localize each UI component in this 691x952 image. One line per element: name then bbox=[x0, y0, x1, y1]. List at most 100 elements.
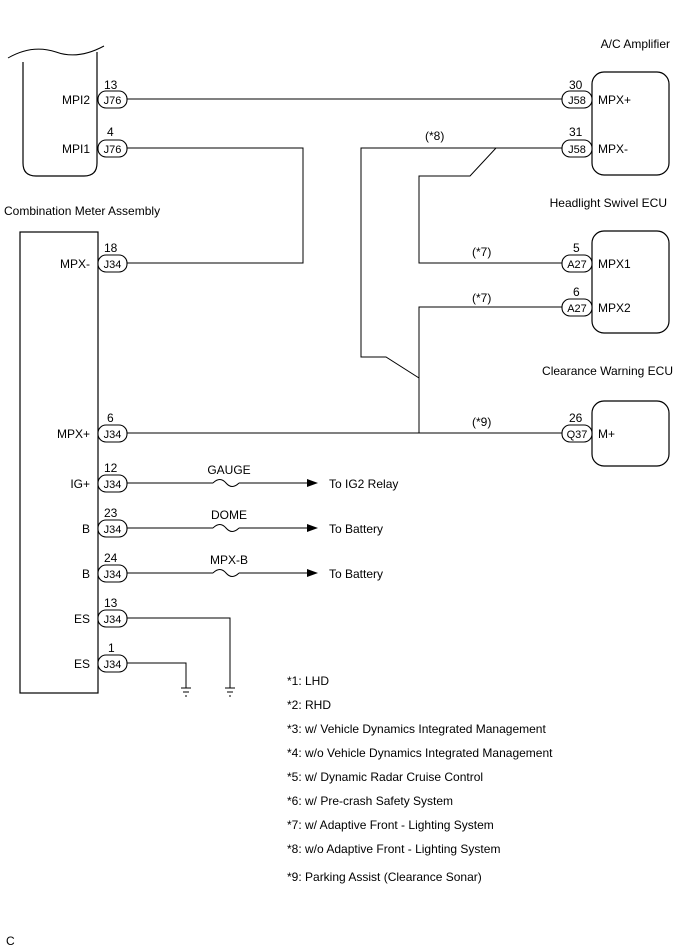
clearance-warning-ecu-title: Clearance Warning ECU bbox=[542, 364, 673, 378]
arrow-right-icon bbox=[307, 524, 318, 532]
fuse-destination: To Battery bbox=[329, 567, 383, 581]
fuse-label: GAUGE bbox=[207, 463, 250, 477]
connector-mpi2: J76 bbox=[97, 90, 128, 109]
connector-meter-es2: J34 bbox=[97, 654, 128, 673]
pin-number: 6 bbox=[107, 411, 114, 425]
combination-meter-title: Combination Meter Assembly bbox=[4, 204, 160, 218]
connector-meter-ig-plus: J34 bbox=[97, 474, 128, 493]
svg-text:J34: J34 bbox=[104, 614, 122, 626]
wire-option-8 bbox=[360, 147, 562, 433]
svg-text:J76: J76 bbox=[104, 95, 122, 107]
fuse-label: MPX-B bbox=[210, 553, 248, 567]
pin-label: IG+ bbox=[70, 477, 90, 491]
fuse-mpxb-icon bbox=[212, 569, 240, 577]
pin-label: ES bbox=[74, 657, 90, 671]
combination-meter-box bbox=[19, 231, 99, 694]
pin-label: M+ bbox=[598, 427, 615, 441]
pin-number: 13 bbox=[104, 596, 118, 610]
svg-text:J34: J34 bbox=[104, 429, 122, 441]
wire-note: (*9) bbox=[472, 415, 491, 429]
pin-label: MPI2 bbox=[62, 93, 90, 107]
ground-icon bbox=[225, 687, 235, 697]
fuse-label: DOME bbox=[211, 508, 247, 522]
legend-item: *7: w/ Adaptive Front - Lighting System bbox=[287, 818, 494, 832]
svg-text:J34: J34 bbox=[104, 524, 122, 536]
pin-label: MPX- bbox=[598, 142, 628, 156]
combination-meter-upper-box bbox=[22, 52, 98, 177]
pin-label: B bbox=[82, 567, 90, 581]
ground-icon bbox=[181, 687, 191, 697]
connector-cw-m-plus: Q37 bbox=[561, 424, 593, 443]
pin-number: 12 bbox=[104, 461, 118, 475]
svg-text:J34: J34 bbox=[104, 479, 122, 491]
wire-es2-ground bbox=[127, 662, 187, 688]
pin-number: 4 bbox=[107, 125, 114, 139]
svg-text:A27: A27 bbox=[567, 259, 587, 271]
ac-amplifier-box bbox=[591, 71, 670, 176]
pin-number: 13 bbox=[104, 78, 118, 92]
legend-item: *6: w/ Pre-crash Safety System bbox=[287, 794, 453, 808]
connector-mpi1: J76 bbox=[97, 139, 128, 158]
pin-label: ES bbox=[74, 612, 90, 626]
svg-text:J34: J34 bbox=[104, 659, 122, 671]
connector-meter-mpx-plus: J34 bbox=[97, 424, 128, 443]
pin-number: 31 bbox=[569, 125, 583, 139]
headlight-swivel-ecu-title: Headlight Swivel ECU bbox=[550, 196, 667, 210]
pin-label: MPX+ bbox=[598, 93, 631, 107]
wire-note: (*7) bbox=[472, 291, 491, 305]
pin-number: 1 bbox=[108, 641, 115, 655]
connector-ac-mpx-plus: J58 bbox=[561, 90, 593, 109]
pin-number: 30 bbox=[569, 78, 583, 92]
break-line bbox=[7, 45, 105, 59]
pin-label: MPX1 bbox=[598, 257, 631, 271]
svg-text:J76: J76 bbox=[104, 144, 122, 156]
corner-label: C bbox=[6, 934, 15, 948]
legend-item: *4: w/o Vehicle Dynamics Integrated Mana… bbox=[287, 746, 553, 760]
fuse-dome-icon bbox=[212, 524, 240, 532]
svg-text:J58: J58 bbox=[568, 95, 586, 107]
svg-text:J34: J34 bbox=[104, 259, 122, 271]
arrow-right-icon bbox=[307, 569, 318, 577]
pin-label: MPI1 bbox=[62, 142, 90, 156]
connector-hs-mpx1: A27 bbox=[561, 254, 593, 273]
wire-note: (*7) bbox=[472, 245, 491, 259]
pin-label: MPX2 bbox=[598, 301, 631, 315]
pin-number: 18 bbox=[104, 241, 118, 255]
pin-number: 26 bbox=[569, 411, 583, 425]
legend-item: *3: w/ Vehicle Dynamics Integrated Manag… bbox=[287, 722, 546, 736]
legend: *1: LHD *2: RHD *3: w/ Vehicle Dynamics … bbox=[287, 674, 553, 884]
svg-text:J34: J34 bbox=[104, 569, 122, 581]
svg-text:A27: A27 bbox=[567, 303, 587, 315]
wire-mpi1-mpx-minus bbox=[127, 147, 304, 264]
legend-item: *5: w/ Dynamic Radar Cruise Control bbox=[287, 770, 483, 784]
legend-item: *8: w/o Adaptive Front - Lighting System bbox=[287, 842, 500, 856]
headlight-swivel-ecu-box bbox=[591, 230, 670, 334]
connector-meter-b1: J34 bbox=[97, 519, 128, 538]
connector-meter-mpx-minus: J34 bbox=[97, 254, 128, 273]
pin-label: MPX- bbox=[60, 257, 90, 271]
connector-meter-es1: J34 bbox=[97, 609, 128, 628]
pin-label: MPX+ bbox=[57, 427, 90, 441]
wire-note: (*8) bbox=[425, 129, 444, 143]
arrow-right-icon bbox=[307, 479, 318, 487]
wire-es1-ground bbox=[127, 617, 231, 688]
fuse-destination: To IG2 Relay bbox=[329, 477, 398, 491]
svg-text:Q37: Q37 bbox=[567, 429, 588, 441]
ac-amplifier-title: A/C Amplifier bbox=[601, 37, 670, 51]
legend-item: *1: LHD bbox=[287, 674, 329, 688]
wire-option-7-mpx1 bbox=[418, 147, 562, 264]
legend-item: *2: RHD bbox=[287, 698, 331, 712]
pin-number: 6 bbox=[573, 285, 580, 299]
connector-ac-mpx-minus: J58 bbox=[561, 139, 593, 158]
pin-label: B bbox=[82, 522, 90, 536]
pin-number: 24 bbox=[104, 551, 118, 565]
connector-meter-b2: J34 bbox=[97, 564, 128, 583]
pin-number: 23 bbox=[104, 506, 118, 520]
wire-option-7-mpx2 bbox=[418, 306, 562, 378]
legend-item: *9: Parking Assist (Clearance Sonar) bbox=[287, 870, 482, 884]
fuse-destination: To Battery bbox=[329, 522, 383, 536]
connector-hs-mpx2: A27 bbox=[561, 298, 593, 317]
pin-number: 5 bbox=[573, 241, 580, 255]
svg-text:J58: J58 bbox=[568, 144, 586, 156]
